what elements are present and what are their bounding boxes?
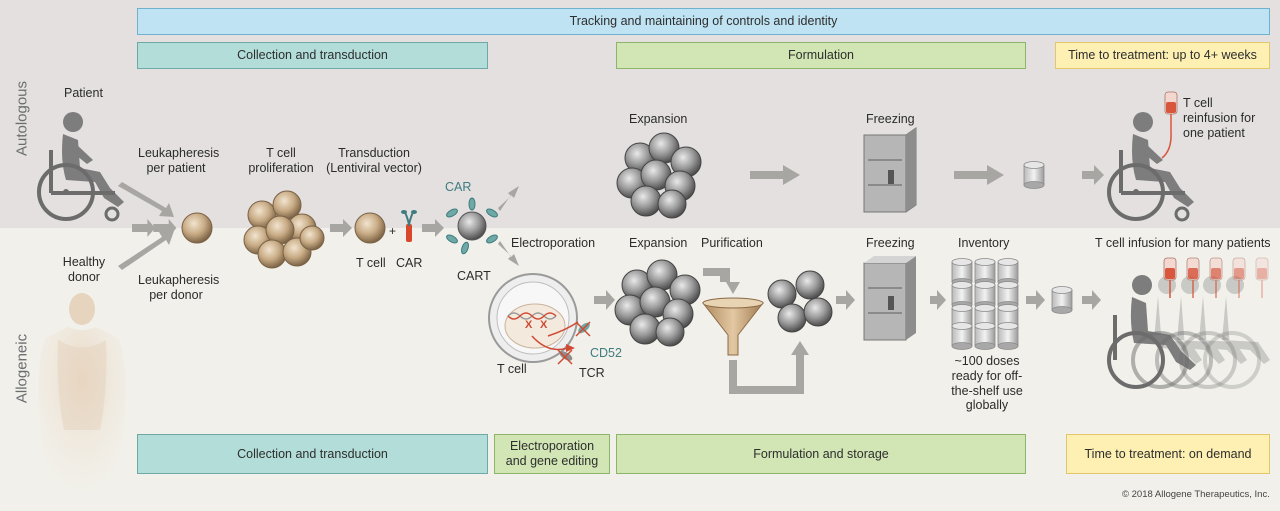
leukapheresis-donor-label: Leukapheresis per donor [138,273,220,302]
bottom-formulation-band: Formulation and storage [616,434,1026,474]
bottom-time-band: Time to treatment: on demand [1066,434,1270,474]
t-cell-icon [181,212,213,244]
iv-bag-icon [1164,91,1178,133]
arrow-icon [498,186,519,211]
arrow-icon [703,268,740,294]
arrow-icon [422,219,444,237]
reinfusion-patient-icon [1107,112,1194,222]
freezing-top-label: Freezing [866,112,915,126]
top-collection-band: Collection and transduction [137,42,488,69]
x-mark-1: X [525,319,533,331]
leukapheresis-arrow-bottom [118,231,174,270]
bottom-editing-band: Electroporation and gene editing [494,434,610,474]
reinfusion-label: T cell reinfusion for one patient [1183,96,1256,140]
copyright: © 2018 Allogene Therapeutics, Inc. [1122,489,1270,500]
vial-icon [1051,286,1073,314]
funnel-icon [701,297,765,356]
doses-label: ~100 doses ready for off-the-shelf use g… [951,354,1023,413]
plus-label: + [389,224,397,238]
freezer-icon [863,127,917,213]
t-cell-proliferation-label: T cell proliferation [248,146,314,175]
patient-label: Patient [64,86,103,100]
tcr-marker-icon [557,349,573,365]
arrow-icon [750,165,800,185]
arrow-icon [930,290,946,310]
purified-cells-icon [767,270,833,333]
expansion-cluster-top-icon [616,132,702,219]
arrow-icon [330,219,352,237]
t-cell-icon [354,212,386,244]
tcr-label: TCR [579,366,605,380]
dna-icon [507,312,557,320]
t-cell-label: T cell [356,256,386,270]
x-mark-2: X [540,319,548,331]
bottom-collection-band: Collection and transduction [137,434,488,474]
tracking-band: Tracking and maintaining of controls and… [137,8,1270,35]
iv-bag-icon [1163,257,1269,299]
arrow-icon [1082,165,1104,185]
many-patients-icon [1107,275,1270,389]
freezer-icon [863,256,916,341]
top-time-band: Time to treatment: up to 4+ weeks [1055,42,1270,69]
car-receptor-icon [401,210,417,242]
arrow-icon [954,165,1004,185]
edit-arrow [531,335,569,351]
purification-label: Purification [701,236,763,250]
cart-label: CART [457,269,491,283]
wheelchair-patient-icon [37,112,124,222]
inventory-vials-icon [951,258,1019,350]
top-formulation-band: Formulation [616,42,1026,69]
arrow-icon [498,241,519,266]
arrow-icon [132,219,156,237]
expansion-top-label: Expansion [629,112,688,126]
arrow-icon [1082,290,1101,310]
healthy-donor-label: Healthy donor [62,255,106,284]
transduction-label: Transduction (Lentiviral vector) [326,146,422,175]
car-top-label: CAR [445,180,472,194]
proliferation-cluster-icon [243,190,325,269]
cd52-label: CD52 [590,346,622,360]
expansion-cluster-bottom-icon [614,259,701,347]
cart-cell-icon [446,197,498,255]
car-label: CAR [396,256,423,270]
inventory-label: Inventory [958,236,1010,250]
arrow-icon [1026,290,1045,310]
arrow-icon [836,290,855,310]
human-silhouette-icon [38,293,126,500]
electroporated-cell-icon [488,273,578,363]
cd52-marker-icon [575,321,591,337]
vial-icon [1023,161,1045,189]
electroporation-label: Electroporation [511,236,596,250]
expansion-bottom-label: Expansion [629,236,688,250]
t-cell-label-bottom: T cell [497,362,527,376]
leukapheresis-patient-label: Leukapheresis per patient [138,146,220,175]
infusion-many-label: T cell infusion for many patients [1095,236,1271,250]
leukapheresis-arrow-top [118,182,174,217]
freezing-bottom-label: Freezing [866,236,915,250]
arrow-icon [594,290,615,310]
